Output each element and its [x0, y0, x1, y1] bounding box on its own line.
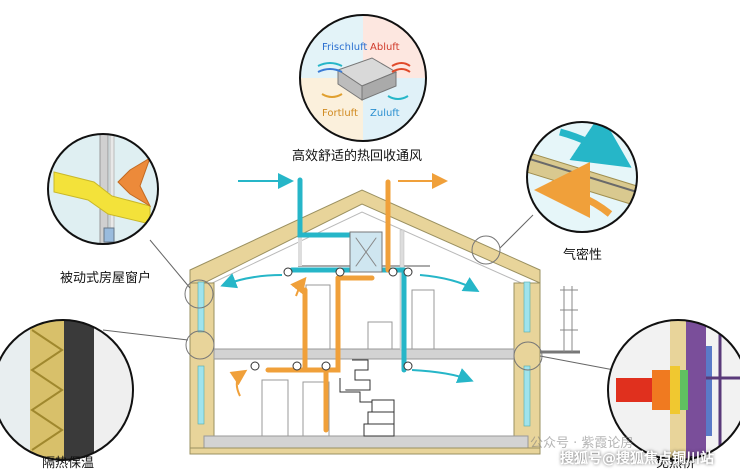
watermark-official-account: 公众号 · 紫霞论房	[530, 436, 634, 451]
staircase	[339, 359, 395, 437]
door-lower-left	[261, 379, 289, 437]
callout-lines	[102, 214, 615, 371]
caption-airtightness: 气密性	[563, 248, 603, 263]
door-upper-left	[305, 284, 331, 350]
label-abluft: Abluft	[370, 42, 400, 53]
door-upper-right	[411, 289, 435, 350]
house	[189, 189, 580, 455]
watermark-sohu: 搜狐号@搜狐焦点铜川站	[560, 451, 714, 467]
label-fortluft: Fortluft	[322, 108, 358, 119]
airflow-arrows	[220, 173, 480, 397]
bubble-airtightness	[526, 121, 638, 233]
window-left-lower	[197, 365, 205, 425]
bubble-window	[47, 133, 159, 245]
caption-insulation: 隔热保温	[42, 456, 95, 471]
bubble-thermal-bridge	[607, 319, 740, 461]
window-right-upper	[523, 281, 531, 333]
middle-floor	[213, 348, 515, 360]
caption-thermal-bridge-partial: 免热桥	[656, 456, 696, 471]
label-frischluft: Frischluft	[322, 42, 367, 53]
bubble-heat-recovery: Frischluft Abluft Fortluft Zuluft	[299, 14, 427, 142]
window-right-lower	[523, 365, 531, 427]
ventilation-ducts	[250, 177, 413, 433]
caption-heat-recovery: 高效舒适的热回收通风	[292, 149, 423, 164]
label-zuluft: Zuluft	[370, 108, 400, 119]
detail-markers	[184, 235, 543, 371]
ground-floor	[203, 435, 529, 449]
caption-passive-windows: 被动式房屋窗户	[60, 271, 152, 286]
bubble-insulation	[0, 319, 134, 461]
